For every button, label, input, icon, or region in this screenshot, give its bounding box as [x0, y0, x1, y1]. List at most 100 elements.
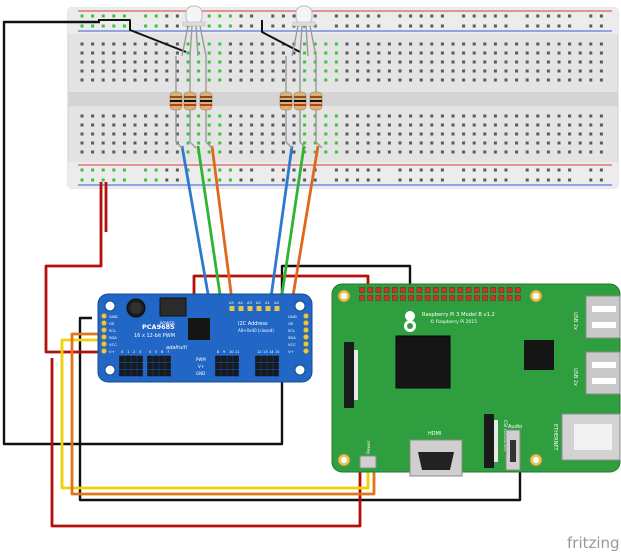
breadboard-hole — [228, 114, 232, 118]
wire-black-led2 — [261, 20, 301, 53]
breadboard-hole — [536, 141, 540, 145]
breadboard-hole — [419, 78, 423, 82]
breadboard-hole — [197, 42, 201, 46]
breadboard-hole — [356, 150, 360, 154]
breadboard-hole — [483, 69, 487, 73]
pca-left-pin-label: V+ — [109, 349, 115, 354]
breadboard-hole — [504, 141, 508, 145]
breadboard-hole — [398, 51, 402, 55]
gpio-pin — [424, 287, 431, 293]
breadboard-hole — [599, 42, 603, 46]
breadboard-hole — [175, 178, 179, 182]
breadboard-hole — [165, 150, 169, 154]
breadboard-hole — [440, 141, 444, 145]
breadboard-hole — [154, 141, 158, 145]
breadboard-hole — [525, 42, 529, 46]
breadboard-hole — [525, 24, 529, 28]
breadboard-hole — [515, 123, 519, 127]
breadboard-hole — [504, 150, 508, 154]
breadboard-hole — [345, 114, 349, 118]
breadboard-hole — [398, 150, 402, 154]
pi-dsi-slot — [354, 350, 358, 400]
breadboard-hole — [568, 69, 572, 73]
breadboard-hole — [398, 123, 402, 127]
breadboard-hole — [281, 141, 285, 145]
breadboard-hole — [409, 178, 413, 182]
breadboard-hole — [80, 150, 84, 154]
breadboard-hole — [324, 51, 328, 55]
breadboard-hole — [334, 24, 338, 28]
breadboard-hole — [122, 141, 126, 145]
breadboard-hole — [419, 14, 423, 18]
breadboard-hole — [430, 123, 434, 127]
breadboard-hole — [525, 60, 529, 64]
pi-dsi-connector — [344, 342, 354, 408]
breadboard-hole — [239, 123, 243, 127]
servo-header-pin — [261, 355, 267, 363]
breadboard-hole — [578, 51, 582, 55]
address-pad-label: A0 — [274, 301, 279, 305]
breadboard-hole — [91, 78, 95, 82]
breadboard-hole — [589, 24, 593, 28]
breadboard-hole — [144, 51, 148, 55]
breadboard-hole — [536, 168, 540, 172]
breadboard-hole — [525, 141, 529, 145]
breadboard-hole — [334, 141, 338, 145]
pca-channel-number: 1 — [127, 350, 129, 354]
pca-left-pin — [101, 327, 107, 333]
breadboard-hole — [303, 132, 307, 136]
breadboard-hole — [313, 14, 317, 18]
breadboard-hole — [80, 69, 84, 73]
breadboard-hole — [250, 69, 254, 73]
breadboard-hole — [91, 60, 95, 64]
breadboard-hole — [440, 24, 444, 28]
breadboard-hole — [387, 123, 391, 127]
breadboard-hole — [515, 69, 519, 73]
breadboard-hole — [175, 132, 179, 136]
breadboard-hole — [546, 24, 550, 28]
breadboard-hole — [483, 51, 487, 55]
servo-header-pin — [119, 362, 125, 370]
gpio-pin — [490, 295, 496, 301]
breadboard-hole — [451, 123, 455, 127]
address-pad-label: A3 — [247, 301, 252, 305]
breadboard-hole — [292, 168, 296, 172]
breadboard-hole — [165, 123, 169, 127]
breadboard-hole — [589, 78, 593, 82]
breadboard-hole — [324, 78, 328, 82]
breadboard-hole — [599, 178, 603, 182]
breadboard-hole — [377, 24, 381, 28]
breadboard-hole — [91, 150, 95, 154]
servo-header-pin — [221, 355, 227, 363]
servo-header-pin — [159, 369, 165, 377]
breadboard-hole — [271, 168, 275, 172]
pca-right-pin — [303, 327, 309, 333]
pca-right-pin-label: GND — [288, 314, 297, 319]
breadboard-hole — [578, 69, 582, 73]
breadboard-hole — [165, 24, 169, 28]
breadboard-hole — [525, 14, 529, 18]
pca-channel-number: 6 — [161, 350, 164, 354]
breadboard-hole — [80, 168, 84, 172]
breadboard-hole — [546, 114, 550, 118]
breadboard-hole — [165, 168, 169, 172]
breadboard-hole — [250, 60, 254, 64]
breadboard-hole — [430, 51, 434, 55]
breadboard-hole — [133, 114, 137, 118]
breadboard-hole — [207, 78, 211, 82]
breadboard-hole — [398, 141, 402, 145]
breadboard-hole — [303, 114, 307, 118]
breadboard-hole — [589, 178, 593, 182]
breadboard-hole — [345, 141, 349, 145]
breadboard-hole — [493, 42, 497, 46]
breadboard-hole — [133, 123, 137, 127]
breadboard-hole — [165, 178, 169, 182]
breadboard-hole — [303, 123, 307, 127]
breadboard-hole — [260, 114, 264, 118]
pca-right-pin — [303, 341, 309, 347]
breadboard-hole — [281, 168, 285, 172]
servo-header-pin — [153, 369, 159, 377]
servo-header-pin — [131, 369, 137, 377]
breadboard-hole — [250, 24, 254, 28]
